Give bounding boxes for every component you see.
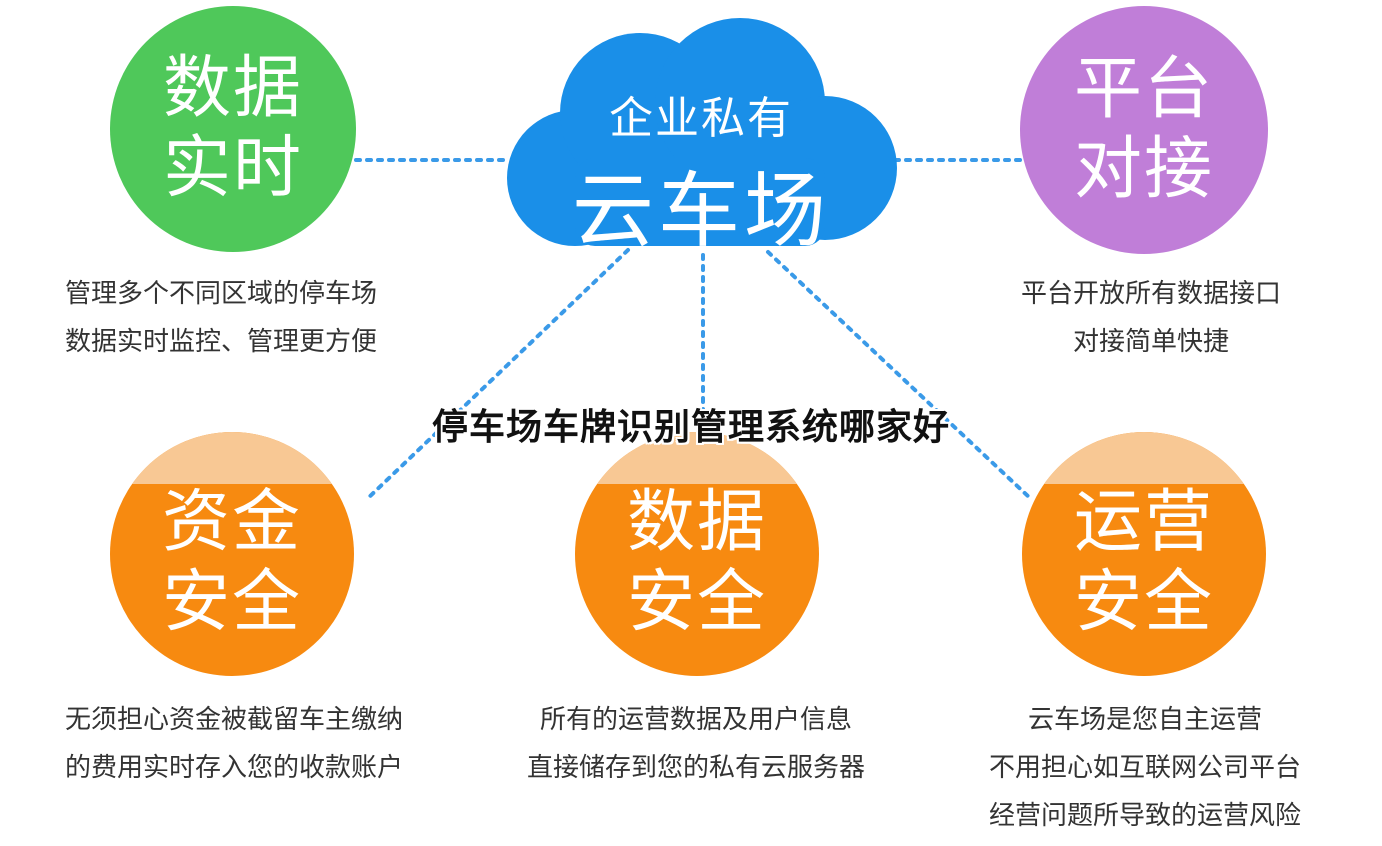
node-label-line1: 平台: [1073, 49, 1214, 129]
desc-platform: 平台开放所有数据接口 对接简单快捷: [1006, 270, 1296, 366]
desc-line: 的费用实时存入您的收款账户: [65, 753, 404, 783]
desc-data-security: 所有的运营数据及用户信息 直接储存到您的私有云服务器: [508, 696, 884, 792]
desc-data-realtime: 管理多个不同区域的停车场 数据实时监控、管理更方便: [65, 270, 377, 366]
node-data-security: 数据 安全: [575, 432, 819, 676]
desc-line: 数据实时监控、管理更方便: [65, 327, 378, 357]
cloud-subtitle: 企业私有: [609, 93, 793, 144]
connector-bottom-left: [364, 248, 630, 502]
desc-line: 所有的运营数据及用户信息: [539, 705, 852, 735]
desc-line: 管理多个不同区域的停车场: [65, 279, 378, 309]
desc-line: 对接简单快捷: [1072, 327, 1229, 357]
node-fund-security: 资金 安全: [110, 432, 354, 676]
cloud-title: 云车场: [571, 164, 830, 259]
desc-line: 不用担心如互联网公司平台: [988, 753, 1301, 783]
desc-line: 无须担心资金被截留车主缴纳: [65, 705, 404, 735]
node-label-line1: 数据: [626, 482, 767, 562]
node-label-line1: 资金: [161, 482, 302, 562]
node-label-line2: 安全: [161, 563, 302, 642]
node-data-realtime: 数据 实时: [110, 6, 356, 252]
cloud-shape: [507, 18, 897, 246]
node-platform: 平台 对接: [1020, 6, 1268, 254]
connector-bottom-right: [766, 250, 1032, 500]
overlay-title: 停车场车牌识别管理系统哪家好: [431, 407, 950, 448]
node-label-line1: 运营: [1073, 482, 1214, 562]
node-label-line2: 安全: [1073, 563, 1214, 642]
desc-line: 直接储存到您的私有云服务器: [526, 753, 865, 783]
node-label-line2: 对接: [1073, 130, 1214, 209]
desc-line: 经营问题所导致的运营风险: [988, 801, 1301, 831]
node-label-line2: 安全: [626, 563, 767, 642]
node-label-line1: 数据: [162, 48, 303, 128]
cloud-label: 企业私有 云车场: [505, 18, 897, 259]
node-ops-security: 运营 安全: [1022, 432, 1266, 676]
desc-ops-security: 云车场是您自主运营 不用担心如互联网公司平台 经营问题所导致的运营风险: [970, 696, 1320, 840]
node-label-line2: 实时: [162, 129, 303, 208]
desc-fund-security: 无须担心资金被截留车主缴纳 的费用实时存入您的收款账户: [65, 696, 403, 792]
desc-line: 平台开放所有数据接口: [1020, 279, 1281, 309]
desc-line: 云车场是您自主运营: [1027, 705, 1262, 735]
